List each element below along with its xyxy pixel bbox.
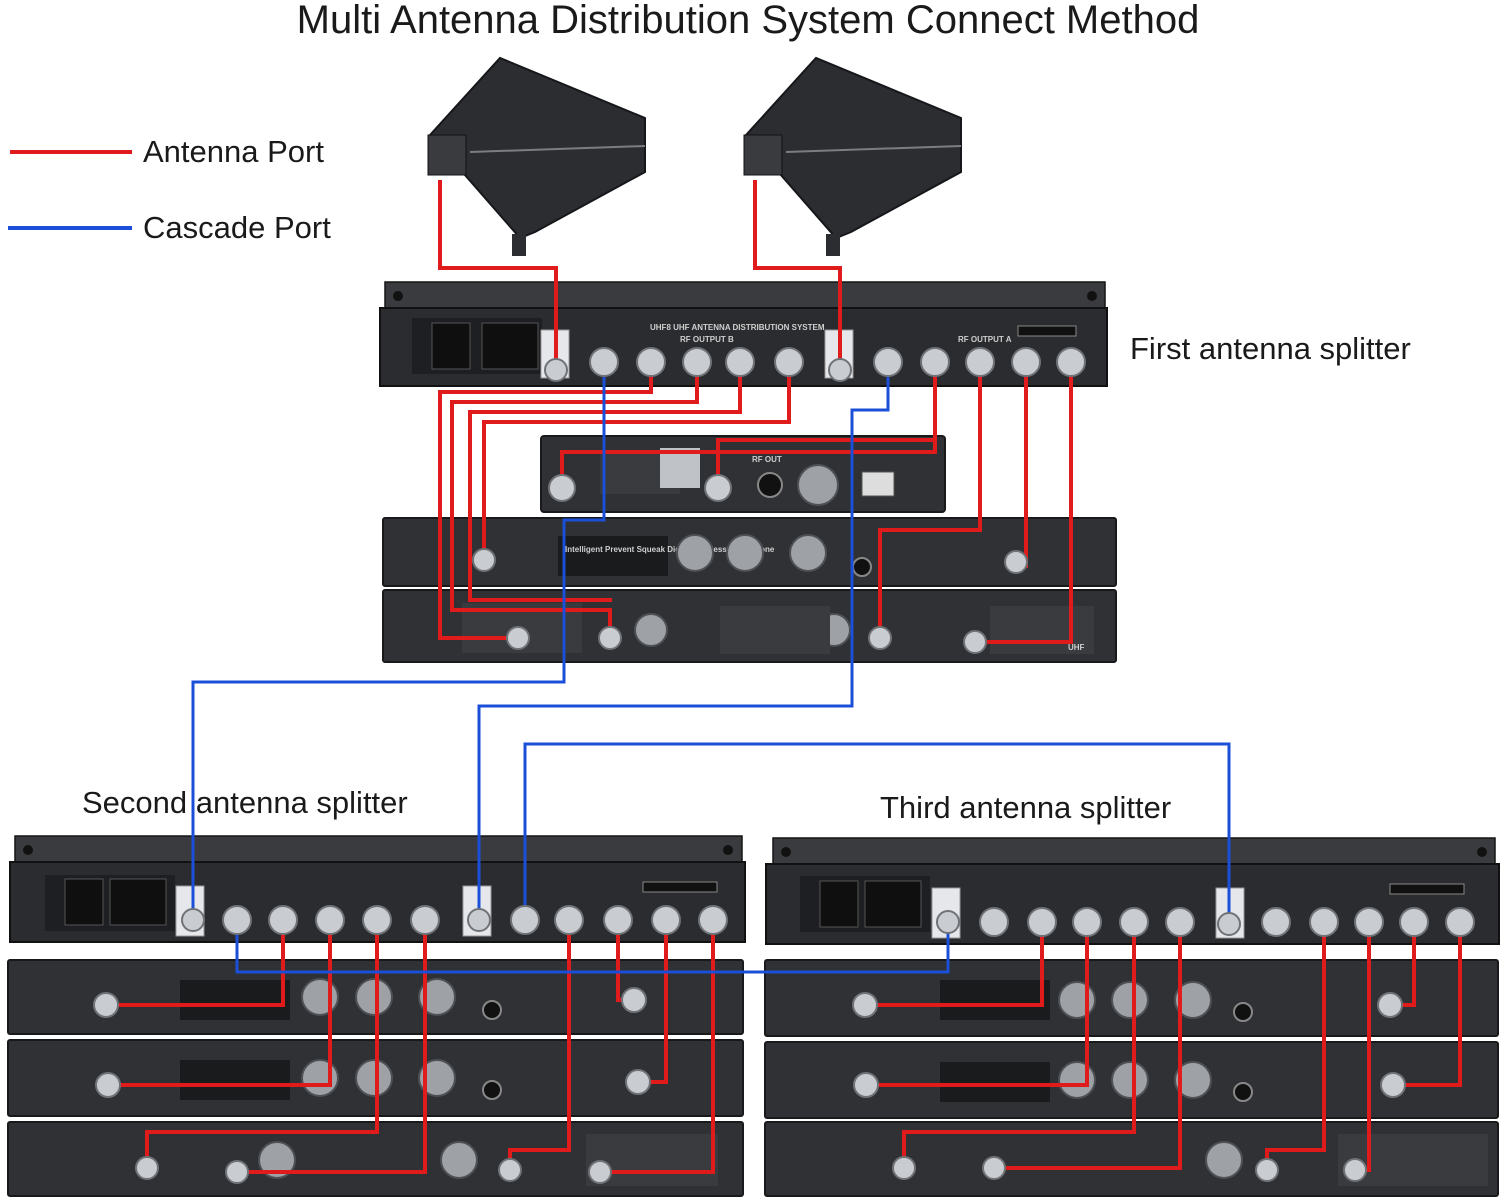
splitter-model-text: UHF8 UHF ANTENNA DISTRIBUTION SYSTEM: [650, 323, 825, 332]
third-receivers: [764, 959, 1499, 1197]
bnc-connector-icon: [93, 347, 1475, 1184]
diagram-title: Multi Antenna Distribution System Connec…: [297, 0, 1200, 42]
rf-out-label: RF OUT: [752, 455, 782, 464]
legend: Antenna Port Cascade Port: [8, 134, 331, 245]
receiver-brand-text: Intelligent Prevent Squeak Digital Wirel…: [565, 545, 775, 554]
rf-output-a-label: RF OUTPUT A: [958, 335, 1012, 344]
legend-cascade-label: Cascade Port: [143, 210, 331, 245]
receiver-compact: RF OUT: [540, 435, 946, 513]
bnc-connectors: [93, 347, 1475, 1184]
legend-antenna-label: Antenna Port: [143, 134, 324, 169]
receiver-1: Intelligent Prevent Squeak Digital Wirel…: [382, 517, 1117, 587]
rf-output-b-label: RF OUTPUT B: [680, 335, 734, 344]
third-antenna-splitter: [765, 837, 1500, 945]
second-splitter-label: Second antenna splitter: [82, 785, 408, 820]
xlr-socket-icon: [797, 464, 839, 506]
second-receivers: [7, 959, 744, 1197]
uhf-badge: UHF: [1068, 643, 1085, 652]
third-splitter-label: Third antenna splitter: [880, 790, 1171, 825]
antenna-left: [427, 56, 646, 256]
antenna-right: [743, 56, 962, 256]
second-antenna-splitter: [9, 835, 746, 943]
cascade-cables: [191, 372, 1231, 974]
first-splitter-label: First antenna splitter: [1130, 331, 1411, 366]
